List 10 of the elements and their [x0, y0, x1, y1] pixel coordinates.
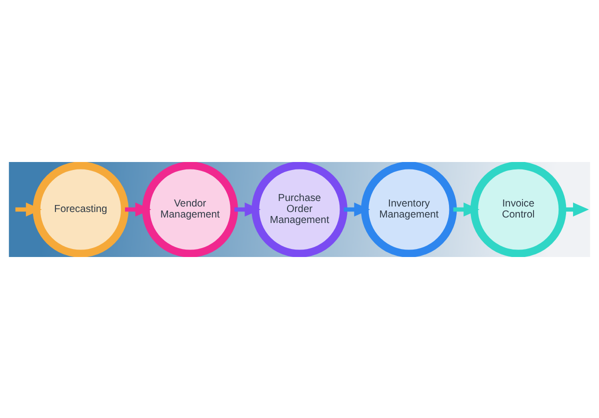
node-circle: Vendor Management: [142, 162, 238, 256]
arrow: [15, 202, 42, 216]
node-circle: Inventory Management: [361, 162, 457, 256]
node-circle: Purchase Order Management: [252, 162, 348, 256]
arrow: [234, 202, 261, 216]
arrow: [453, 202, 480, 216]
arrow: [125, 202, 152, 216]
node-circle: Forecasting: [32, 162, 129, 256]
node-circle: Invoice Control: [470, 162, 566, 256]
arrow: [344, 202, 370, 216]
